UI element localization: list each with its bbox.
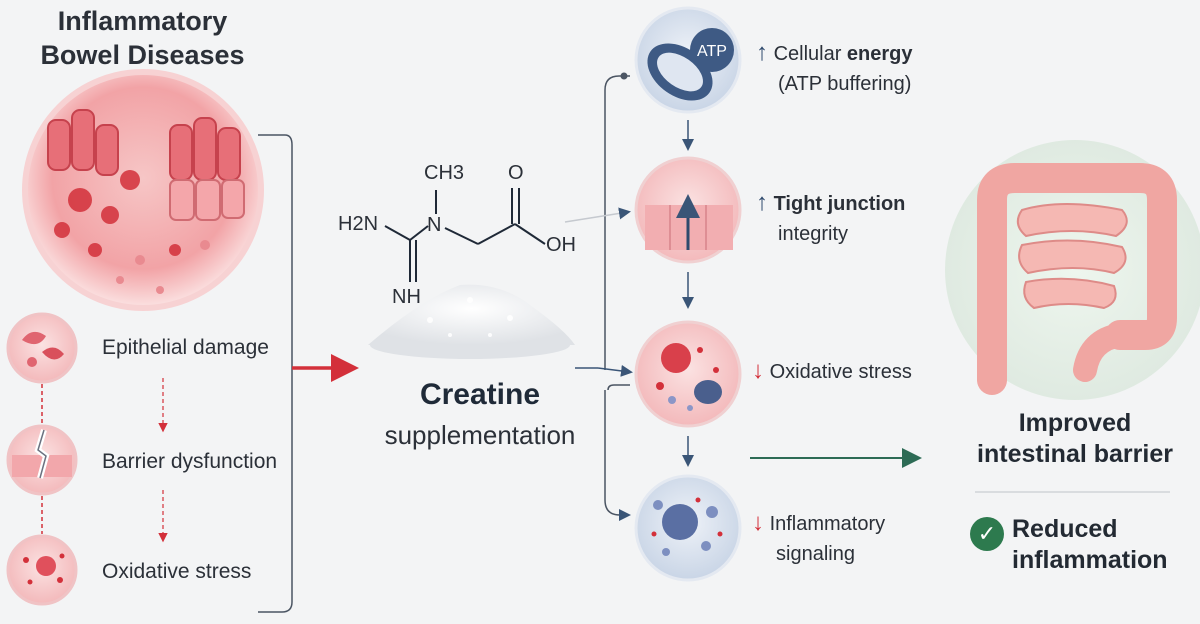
ibd-tissue-illustration: [22, 69, 264, 311]
epithelial-damage-icon: [6, 312, 78, 384]
atom-oh: OH: [546, 234, 576, 256]
creatine-structure: [384, 188, 546, 282]
label-oxidative-stress-left: Oxidative stress: [102, 560, 252, 583]
outcome-result2: inflammation: [1012, 546, 1168, 574]
outcome-result: Reduced inflammation: [1012, 514, 1168, 576]
atom-n: N: [427, 214, 442, 236]
effect-tight-junction-line2: integrity: [778, 223, 849, 245]
effect-cellular-energy-pre: Cellular: [773, 43, 847, 65]
effect-oxidative-stress-label: Oxidative stress: [769, 361, 912, 383]
inflammatory-signaling-icon: [634, 474, 742, 582]
colon-illustration: [945, 140, 1200, 400]
atom-h2n: H2N: [338, 213, 379, 235]
ibd-title-line2: Bowel Diseases: [40, 40, 245, 70]
outcome-line1: Improved: [1018, 409, 1132, 437]
effect-inflammatory-signaling-line1: Inflammatory: [769, 513, 886, 535]
oxidative-stress-icon-right: [634, 320, 742, 428]
effect-inflammatory-signaling: ↓ Inflammatory signaling: [752, 508, 885, 569]
effect-tight-junction-bold: Tight junction: [773, 193, 906, 215]
check-icon: ✓: [970, 517, 1004, 551]
outcome-result1: Reduced: [1012, 515, 1118, 543]
up-arrow-icon: ↑: [756, 189, 768, 216]
down-arrow-icon: ↓: [752, 357, 764, 384]
creatine-title: Creatine: [419, 378, 541, 411]
atp-mitochondria-icon: ATP: [634, 6, 742, 114]
outcome-title: Improved intestinal barrier: [960, 408, 1190, 470]
atom-o: O: [508, 162, 524, 184]
effect-cellular-energy: ↑ Cellular energy (ATP buffering): [756, 38, 913, 99]
ibd-title: Inflammatory Bowel Diseases: [0, 4, 285, 72]
tight-junction-icon: [634, 156, 742, 264]
effect-oxidative-stress: ↓ Oxidative stress: [752, 356, 912, 387]
atom-nh: NH: [392, 286, 421, 308]
outcome-line2: intestinal barrier: [977, 440, 1173, 468]
creatine-subtitle: supplementation: [384, 420, 576, 450]
down-arrow-icon: ↓: [752, 509, 764, 536]
up-arrow-icon: ↑: [756, 39, 768, 66]
effect-cellular-energy-line2: (ATP buffering): [778, 73, 912, 95]
label-epithelial-damage: Epithelial damage: [102, 336, 269, 359]
effect-inflammatory-signaling-line2: signaling: [776, 543, 855, 565]
effect-tight-junction: ↑ Tight junction integrity: [756, 188, 905, 249]
label-barrier-dysfunction: Barrier dysfunction: [102, 450, 278, 473]
creatine-powder: [368, 284, 575, 359]
oxidative-stress-icon-left: [6, 534, 78, 606]
ibd-title-line1: Inflammatory: [57, 6, 228, 36]
effect-cellular-energy-bold: energy: [846, 43, 913, 65]
barrier-dysfunction-icon: [6, 424, 78, 496]
atom-ch3: CH3: [424, 162, 465, 184]
atp-label: ATP: [697, 43, 727, 60]
